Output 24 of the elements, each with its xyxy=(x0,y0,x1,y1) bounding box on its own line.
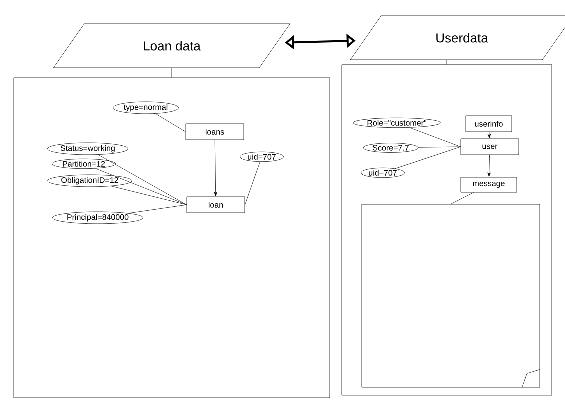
panel-frame xyxy=(342,64,552,396)
connector-line xyxy=(156,114,186,132)
entity-box: message xyxy=(460,177,518,193)
arrow xyxy=(488,132,492,138)
entity-box: user xyxy=(460,138,520,156)
arrow xyxy=(488,155,491,177)
arrow xyxy=(214,140,218,196)
entity-box: loan xyxy=(186,196,246,214)
entity-box: loans xyxy=(186,124,244,140)
panel-frame xyxy=(14,78,330,398)
connector-line xyxy=(111,186,187,206)
connector-line xyxy=(96,168,187,206)
connector-line xyxy=(98,154,187,206)
connector-line xyxy=(410,128,461,148)
connector-line xyxy=(245,162,260,206)
connector-line xyxy=(446,60,448,65)
data-parallelogram: Userdata xyxy=(350,16,565,60)
data-parallelogram: Loan data xyxy=(54,24,290,68)
connector-line xyxy=(395,146,461,170)
connector-line xyxy=(418,146,461,148)
entity-box: userinfo xyxy=(466,116,512,132)
document-shape xyxy=(362,204,540,388)
connector-line xyxy=(450,192,474,204)
connector-line xyxy=(128,204,187,214)
